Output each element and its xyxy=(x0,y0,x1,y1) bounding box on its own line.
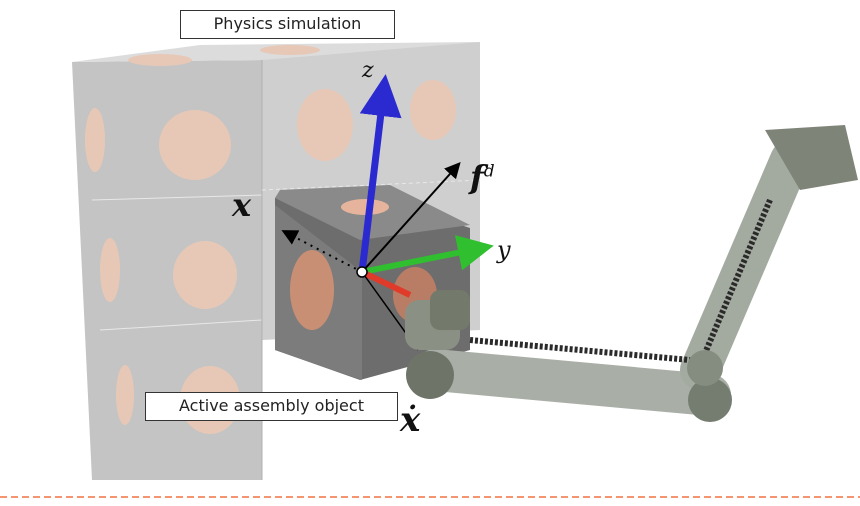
robot-arm xyxy=(405,125,858,422)
force-arrow xyxy=(361,162,461,273)
y-axis-label: y xyxy=(497,236,511,264)
origin-point xyxy=(356,266,368,278)
z-axis-label: z xyxy=(362,58,374,83)
z-axis-arrow xyxy=(358,74,402,273)
x-axis-arrow xyxy=(360,269,412,298)
force-label: fd xyxy=(470,158,495,196)
physics-simulation-label: Physics simulation xyxy=(180,10,395,39)
active-assembly-object-label: Active assembly object xyxy=(145,392,398,421)
velocity-label: ẋ xyxy=(400,400,421,440)
x-position-label: x xyxy=(232,186,252,224)
force-superscript: d xyxy=(483,161,495,182)
y-axis-arrow xyxy=(361,235,494,275)
position-arrow xyxy=(281,230,363,273)
force-symbol: f xyxy=(470,158,484,196)
